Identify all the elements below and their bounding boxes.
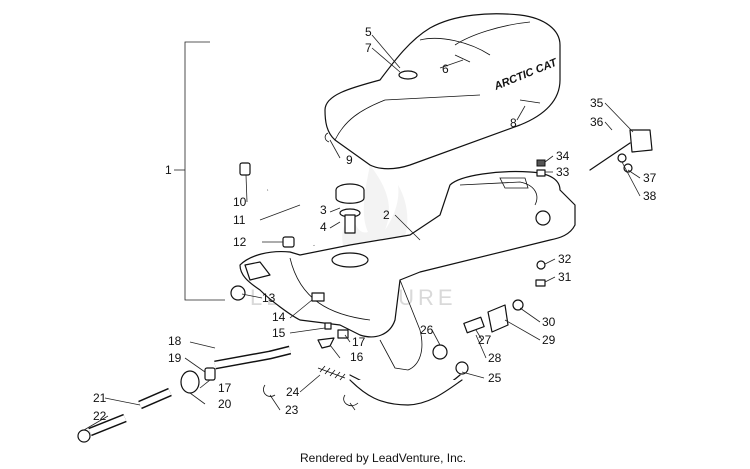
callout-12: 12 [233,235,247,249]
callout-10: 10 [233,195,247,209]
callout-38: 38 [643,189,657,203]
callout-16: 16 [350,350,364,364]
callout-7: 7 [365,41,372,55]
callout-18: 18 [168,334,182,348]
callout-13: 13 [262,291,276,305]
callout-24: 24 [286,385,300,399]
right-fittings [432,299,524,360]
callout-29: 29 [542,333,556,347]
callout-34: 34 [556,149,570,163]
callout-35: 35 [590,96,604,110]
callout-37: 37 [643,171,657,185]
callout-21: 21 [93,391,107,405]
callout-15: 15 [272,326,286,340]
callout-26: 26 [420,323,434,337]
callout-1: 1 [165,163,172,177]
callout-3: 3 [320,203,327,217]
fuel-line [77,322,349,443]
callout-36: 36 [590,115,604,129]
callout-31: 31 [558,270,572,284]
callout-30: 30 [542,315,556,329]
callout-labels: 1 2 3 4 5 6 7 8 9 10 11 12 13 14 15 16 1… [93,25,657,423]
leader-lines [83,34,641,431]
callout-19: 19 [168,351,182,365]
callout-2: 2 [383,208,390,222]
callout-27: 27 [478,333,492,347]
callout-8: 8 [510,116,517,130]
callout-17a: 17 [352,335,366,349]
callout-6: 6 [442,62,449,76]
callout-20: 20 [218,397,232,411]
callout-17b: 17 [218,381,232,395]
tank-assembly [230,171,576,371]
credit-text: Rendered by LeadVenture, Inc. [300,451,466,465]
callout-9: 9 [346,153,353,167]
callout-23: 23 [285,403,299,417]
callout-25: 25 [488,371,502,385]
rod-assembly [589,129,653,173]
callout-11: 11 [233,213,246,227]
callout-5: 5 [365,25,372,39]
callout-14: 14 [272,310,286,324]
callout-32: 32 [558,252,572,266]
callout-22: 22 [93,409,107,423]
bolts [535,159,546,287]
vent-hose [239,162,316,248]
group-bracket [174,41,225,301]
fuel-cap [335,183,365,234]
callout-33: 33 [556,165,570,179]
callout-28: 28 [488,351,502,365]
spring-and-cable [263,361,469,407]
callout-4: 4 [320,220,327,234]
seat-assembly: ARCTIC CAT [324,13,561,170]
